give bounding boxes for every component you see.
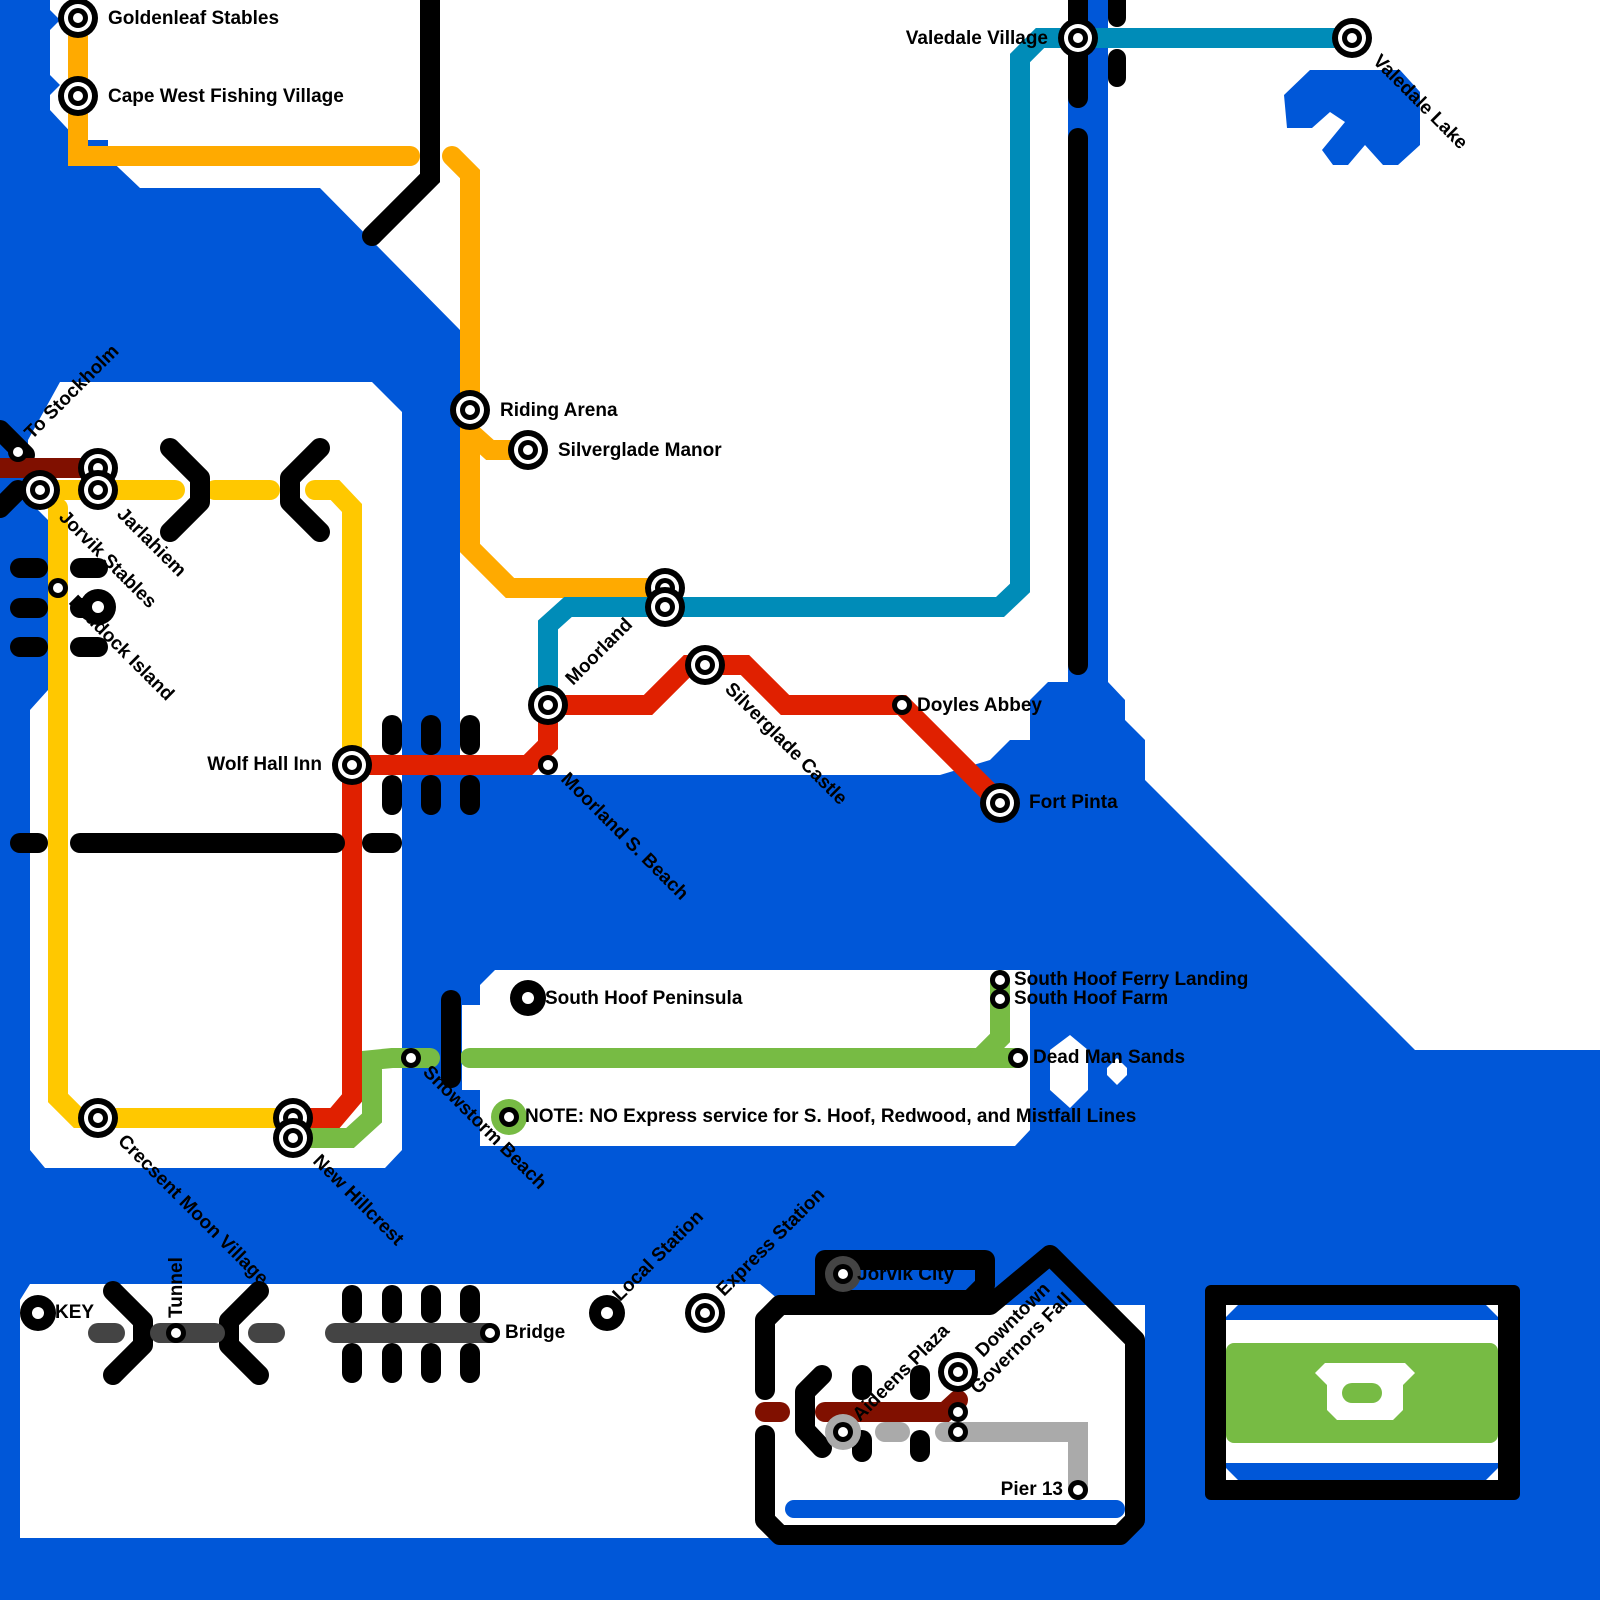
station-governors-fall-b[interactable] — [948, 1422, 968, 1442]
red-line — [342, 655, 1010, 813]
label-fort-pinta: Fort Pinta — [1029, 792, 1118, 813]
tunnel-marker — [280, 438, 330, 542]
yellow-line-west — [48, 498, 303, 1128]
orange-line — [68, 8, 420, 166]
label-pier-13: Pier 13 — [1001, 1479, 1063, 1500]
station-valedale-village[interactable] — [1058, 18, 1098, 58]
land-west-island — [28, 382, 402, 1168]
station-fort-pinta[interactable] — [980, 783, 1020, 823]
rail-markers — [10, 438, 930, 1462]
station-to-stockholm[interactable] — [8, 442, 28, 462]
station-riding-arena[interactable] — [450, 390, 490, 430]
station-moorland[interactable] — [528, 685, 568, 725]
station-south-hoof-peninsula[interactable] — [510, 980, 546, 1016]
label-note: NOTE: NO Express service for S. Hoof, Re… — [525, 1106, 1136, 1127]
key-symbol[interactable] — [20, 1295, 56, 1331]
tunnel-marker — [160, 438, 210, 542]
station-doyles-abbey[interactable] — [892, 695, 912, 715]
label-goldenleaf-stables: Goldenleaf Stables — [108, 8, 279, 29]
station-dead-man-sands[interactable] — [1008, 1048, 1028, 1068]
jorvik-city-outline — [755, 1245, 1145, 1545]
teal-line — [538, 28, 1362, 715]
gray-line-city-2 — [935, 1422, 1088, 1498]
station-wolf-hall-inn[interactable] — [332, 745, 372, 785]
label-tunnel: Tunnel — [166, 1257, 187, 1318]
label-riding-arena: Riding Arena — [500, 400, 618, 421]
rail-lines — [0, 0, 1362, 1545]
label-silverglade-manor: Silverglade Manor — [558, 440, 722, 461]
station-jorvik-stables[interactable] — [20, 470, 60, 510]
station-crescent-moon-village[interactable] — [78, 1098, 118, 1138]
label-jorvik-city: Jorvik City — [857, 1264, 955, 1285]
station-aideens-plaza[interactable] — [825, 1414, 861, 1450]
station-jarlahiem[interactable] — [78, 470, 118, 510]
label-wolf-hall-inn: Wolf Hall Inn — [207, 754, 322, 775]
station-moorland-teal[interactable] — [645, 587, 685, 627]
label-south-hoof-ferry-landing: South Hoof Ferry Landing — [1014, 969, 1248, 990]
station-valedale-lake[interactable] — [1332, 18, 1372, 58]
station-paddock-island-local[interactable] — [48, 578, 68, 598]
label-key: KEY — [55, 1302, 94, 1323]
station-paddock-island[interactable] — [80, 589, 116, 625]
tunnel-marker — [795, 1365, 832, 1458]
label-south-hoof-farm: South Hoof Farm — [1014, 988, 1168, 1009]
orange-line-east — [442, 146, 675, 598]
station-note-marker[interactable] — [491, 1099, 527, 1135]
station-south-hoof-farm[interactable] — [990, 989, 1010, 1009]
label-doyles-abbey: Doyles Abbey — [917, 695, 1042, 716]
key-express-station[interactable] — [685, 1293, 725, 1333]
island-dms-large — [1050, 1035, 1088, 1108]
black-rail-stockholm-2 — [0, 480, 28, 518]
station-silverglade-castle[interactable] — [685, 645, 725, 685]
tunnel-marker — [103, 1281, 153, 1385]
label-south-hoof-peninsula: South Hoof Peninsula — [545, 988, 743, 1009]
label-valedale-village: Valedale Village — [906, 28, 1048, 49]
flag-emblem — [1205, 1285, 1520, 1500]
label-cape-west: Cape West Fishing Village — [108, 86, 344, 107]
land-south — [20, 1284, 1145, 1538]
station-governors-fall-a[interactable] — [948, 1402, 968, 1422]
station-cape-west[interactable] — [58, 76, 98, 116]
red-line-south — [283, 755, 362, 1128]
island-dms-small — [1107, 1058, 1127, 1085]
station-new-hillcrest[interactable] — [273, 1118, 313, 1158]
key-local-station[interactable] — [589, 1295, 625, 1331]
station-downtown[interactable] — [938, 1352, 978, 1392]
station-snowstorm-beach[interactable] — [401, 1048, 421, 1068]
black-rail-north — [362, 0, 440, 246]
key-bridge-station[interactable] — [480, 1323, 500, 1343]
tunnel-marker — [219, 1281, 269, 1385]
station-silverglade-manor[interactable] — [508, 430, 548, 470]
station-pier-13[interactable] — [1068, 1480, 1088, 1500]
label-dead-man-sands: Dead Man Sands — [1033, 1047, 1185, 1068]
stations-layer — [8, 0, 1372, 1500]
valedale-lake-water — [1284, 70, 1420, 165]
key-tunnel-station[interactable] — [166, 1323, 186, 1343]
yellow-line-top-c — [305, 480, 362, 772]
station-goldenleaf-stables[interactable] — [58, 0, 98, 38]
green-line — [283, 1048, 440, 1148]
station-moorland-s-beach[interactable] — [538, 755, 558, 775]
station-jorvik-city[interactable] — [825, 1256, 861, 1292]
station-south-hoof-ferry-landing[interactable] — [990, 970, 1010, 990]
label-bridge: Bridge — [505, 1322, 565, 1343]
jorvik-city-water — [785, 1500, 1125, 1518]
